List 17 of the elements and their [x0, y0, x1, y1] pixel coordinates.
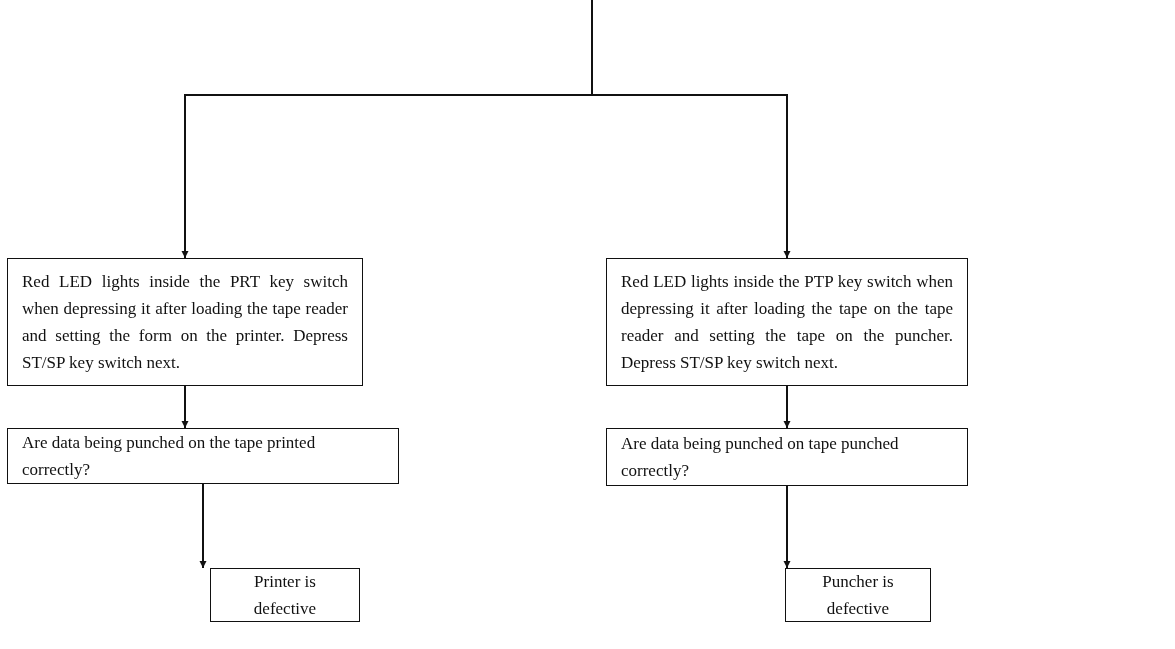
arrow — [591, 0, 791, 259]
result-box — [210, 568, 360, 622]
process-box — [606, 258, 968, 386]
box-text: Are data being punched on the tape printed correctly? — [22, 432, 317, 481]
box-text: Red LED lights inside the PRT key switch when depressing it after loading the tape reader and setting the form on the printer. Depress ST/SP key switch next. — [22, 271, 348, 374]
box-text: Printer is defective — [252, 571, 318, 620]
arrow — [783, 485, 791, 569]
arrow — [181, 385, 189, 429]
process-box — [7, 258, 363, 386]
decision-box — [606, 428, 968, 486]
arrow — [199, 483, 207, 569]
box-text: Are data being punched on tape punched correctly? — [621, 433, 900, 482]
box-text: Red LED lights inside the PTP key switch when depressing it after loading the tape on the tape reader and setting the tape on the puncher. Depress ST/SP key switch next. — [621, 271, 953, 374]
decision-box — [7, 428, 399, 484]
box-text: Puncher is defective — [821, 571, 895, 620]
result-box — [785, 568, 931, 622]
arrow — [783, 385, 791, 429]
